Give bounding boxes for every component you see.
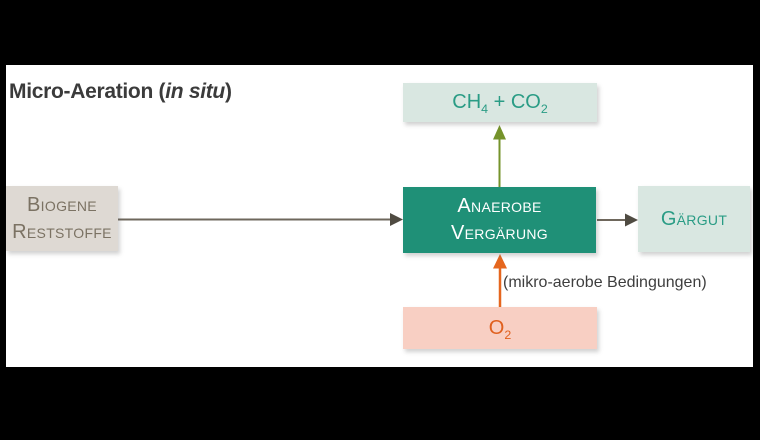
box-gaergut-label: Gärgut: [660, 207, 728, 230]
page-title: Micro-Aeration (in situ): [9, 80, 232, 104]
oxygen-arrow-head: [493, 254, 507, 269]
box-process-line1: Anaerobe: [457, 195, 542, 217]
page-title-suffix: ): [224, 80, 232, 103]
digestate-arrow-head: [625, 213, 638, 227]
box-biogene-line1: Biogene: [27, 193, 97, 216]
feed-arrow-head: [390, 213, 403, 226]
box-ch4-co2: CH4 + CO2: [403, 83, 597, 122]
box-o2-label: O2: [488, 316, 512, 342]
gas-sub-4: 4: [481, 102, 489, 116]
gas-sub-2: 2: [540, 102, 548, 116]
box-ch4-co2-label: CH4 + CO2: [452, 91, 548, 116]
box-o2: O2: [403, 307, 597, 349]
box-biogene-reststoffe: Biogene Reststoffe: [6, 186, 118, 251]
micro-aerobic-annotation: (mikro-aerobe Bedingungen): [503, 274, 707, 291]
gas-text-co: + CO: [488, 91, 541, 113]
box-gaergut: Gärgut: [638, 186, 750, 252]
box-process-line2: Vergärung: [451, 222, 548, 244]
page-title-prefix: Micro-Aeration (: [9, 80, 166, 103]
box-biogene-line2: Reststoffe: [12, 220, 112, 243]
o2-text-o: O: [488, 316, 505, 339]
gas-text-ch: CH: [452, 91, 482, 113]
box-anaerobe-vergaerung: Anaerobe Vergärung: [403, 187, 596, 253]
biogas-arrow-head: [493, 125, 506, 140]
o2-sub-2: 2: [504, 327, 512, 342]
page-title-italic: in situ: [165, 80, 225, 103]
